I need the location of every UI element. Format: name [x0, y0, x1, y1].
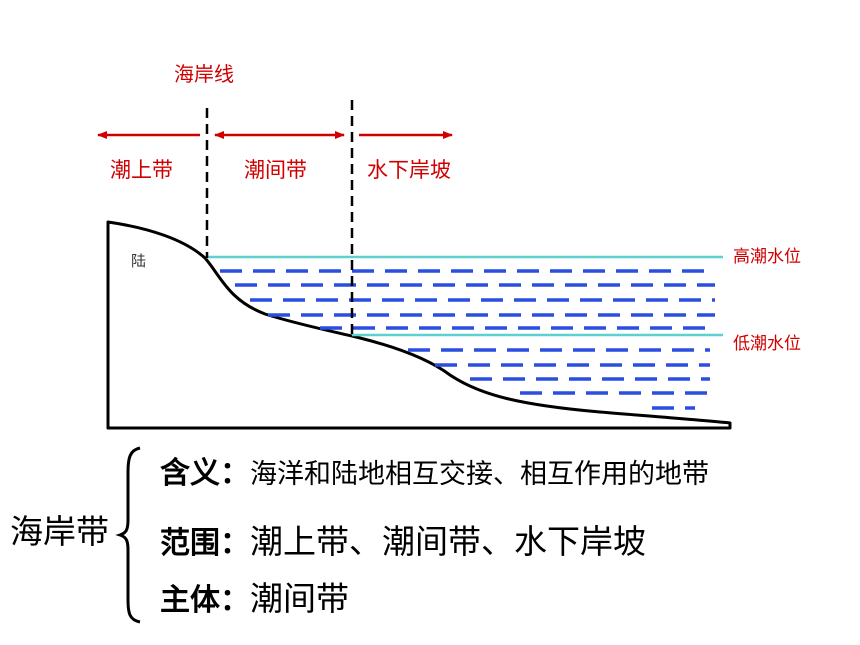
- coastline-label: 海岸线: [174, 62, 234, 86]
- low-tide-label: 低潮水位: [733, 334, 801, 354]
- main-value: 潮间带: [250, 579, 349, 618]
- meaning-value: 海洋和陆地相互交接、相互作用的地带: [250, 459, 709, 490]
- intertidal-label: 潮间带: [244, 158, 307, 182]
- coastal-zone-term: 海岸带: [10, 512, 109, 551]
- supratidal-label: 潮上带: [110, 158, 173, 182]
- range-key: 范围：: [160, 526, 250, 561]
- land-label: 陆: [131, 252, 147, 270]
- subtidal-label: 水下岸坡: [367, 158, 451, 182]
- high-tide-label: 高潮水位: [733, 247, 801, 267]
- water-dashes: [220, 269, 715, 410]
- range-value: 潮上带、潮间带、水下岸坡: [250, 522, 646, 561]
- main-key: 主体：: [160, 583, 250, 618]
- definition-row-main: 主体：潮间带: [160, 572, 349, 620]
- definition-row-range: 范围：潮上带、潮间带、水下岸坡: [160, 515, 646, 563]
- brace: [115, 446, 141, 624]
- land-profile: [106, 220, 732, 430]
- definition-row-meaning: 含义：海洋和陆地相互交接、相互作用的地带: [160, 448, 709, 492]
- meaning-key: 含义：: [160, 456, 250, 491]
